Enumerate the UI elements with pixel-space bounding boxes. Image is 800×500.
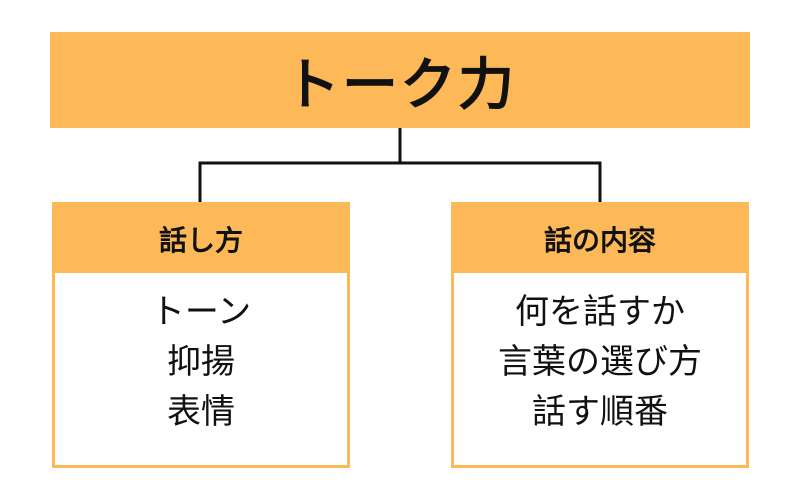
list-item: 何を話すか (515, 292, 685, 332)
root-title: トーク力 (284, 52, 516, 118)
child-item-list: 何を話すか 言葉の選び方 話す順番 (454, 273, 746, 437)
list-item: トーン (150, 292, 252, 332)
child-node-speech-content: 話の内容 何を話すか 言葉の選び方 話す順番 (451, 202, 749, 468)
child-header: 話の内容 (454, 205, 746, 273)
child-header: 話し方 (55, 205, 347, 273)
list-item: 表情 (167, 392, 235, 432)
child-title: 話の内容 (543, 224, 656, 257)
root-node: トーク力 (50, 32, 750, 128)
list-item: 言葉の選び方 (498, 342, 702, 382)
child-node-speaking-style: 話し方 トーン 抑揚 表情 (52, 202, 350, 468)
child-title: 話し方 (158, 224, 243, 257)
child-item-list: トーン 抑揚 表情 (55, 273, 347, 437)
list-item: 話す順番 (532, 392, 668, 432)
list-item: 抑揚 (167, 342, 235, 382)
